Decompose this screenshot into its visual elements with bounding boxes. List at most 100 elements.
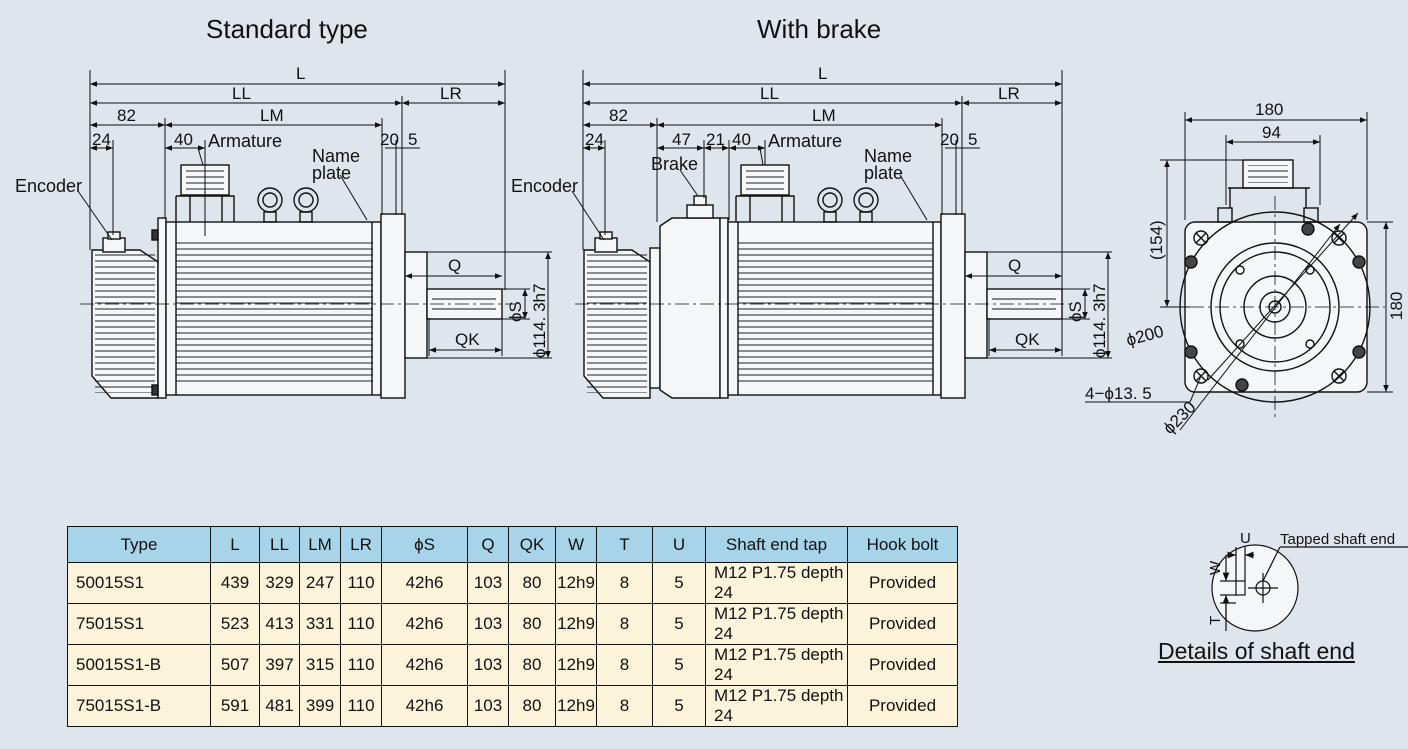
col-LL: LL	[259, 526, 300, 563]
dim-20-brake: 20	[940, 130, 959, 149]
dim-82-brake: 82	[609, 106, 628, 125]
dim-phiS: ϕS	[506, 301, 525, 322]
table-cell: Provided	[847, 562, 958, 604]
table-cell: 12h9	[555, 644, 597, 686]
col-type: Type	[67, 526, 211, 563]
label-brake: Brake	[651, 154, 698, 174]
dim-Q-brake: Q	[1008, 256, 1021, 275]
dim-QK: QK	[455, 330, 480, 349]
table-cell: 50015S1-B	[67, 644, 211, 686]
standard-side-view	[80, 164, 515, 399]
table-cell: 8	[596, 603, 653, 645]
dimension-drawing: L LL LR 82 LM 24 40 20 5 Q QK ϕS ϕ114. 3…	[15, 64, 1406, 438]
col-U: U	[652, 526, 706, 563]
dim-LL-brake: LL	[760, 84, 779, 103]
shaft-end-detail: U W T Tapped shaft end	[1207, 530, 1408, 632]
table-cell: 399	[299, 685, 341, 727]
table-cell: 5	[652, 562, 706, 604]
table-cell: 80	[508, 603, 556, 645]
table-cell: 110	[340, 685, 382, 727]
brake-dimensions	[571, 70, 1112, 359]
standard-dimension-labels: L LL LR 82 LM 24 40 20 5 Q QK ϕS ϕ114. 3…	[15, 64, 549, 358]
table-cell: 523	[210, 603, 260, 645]
table-cell: 42h6	[381, 562, 468, 604]
dim-phi230: ϕ230	[1159, 398, 1199, 438]
table-cell: 12h9	[555, 603, 597, 645]
dim-40-brake: 40	[732, 130, 751, 149]
dim-L: L	[296, 64, 305, 83]
standard-type-title: Standard type	[206, 14, 368, 44]
table-cell: 331	[299, 603, 341, 645]
dim-154: (154)	[1147, 220, 1166, 260]
with-brake-title: With brake	[757, 14, 882, 44]
dim-180-side: 180	[1387, 292, 1406, 320]
detail-W-label: W	[1207, 560, 1224, 575]
table-cell: M12 P1.75 depth 24	[705, 644, 848, 686]
col-LM: LM	[299, 526, 341, 563]
dim-LM: LM	[260, 106, 284, 125]
table-cell: 75015S1	[67, 603, 211, 645]
label-encoder: Encoder	[15, 176, 82, 196]
table-cell: 50015S1	[67, 562, 211, 604]
label-name-plate-1: Name	[312, 146, 360, 166]
dim-LM-brake: LM	[812, 106, 836, 125]
col-shaft-end-tap: Shaft end tap	[705, 526, 848, 563]
dim-phi114-brake: ϕ114. 3h7	[1090, 284, 1109, 358]
table-cell: 80	[508, 562, 556, 604]
table-cell: 8	[596, 562, 653, 604]
front-dimensions	[1085, 112, 1393, 431]
table-cell: 12h9	[555, 562, 597, 604]
front-view	[1165, 159, 1385, 418]
col-T: T	[596, 526, 653, 563]
dim-180-top: 180	[1255, 100, 1283, 119]
table-cell: M12 P1.75 depth 24	[705, 562, 848, 604]
dim-QK-brake: QK	[1015, 330, 1040, 349]
table-cell: 413	[259, 603, 300, 645]
table-cell: Provided	[847, 603, 958, 645]
table-cell: 12h9	[555, 685, 597, 727]
detail-U-label: U	[1240, 530, 1251, 547]
table-cell: 8	[596, 685, 653, 727]
table-cell: 103	[467, 562, 509, 604]
dim-47-brake: 47	[672, 130, 691, 149]
table-cell: 591	[210, 685, 260, 727]
detail-tapped-label: Tapped shaft end	[1280, 531, 1395, 548]
dim-phi200: ϕ200	[1124, 322, 1166, 350]
table-cell: 75015S1-B	[67, 685, 211, 727]
table-cell: 42h6	[381, 644, 468, 686]
dim-21-brake: 21	[706, 130, 725, 149]
table-cell: 5	[652, 603, 706, 645]
table-cell: 103	[467, 603, 509, 645]
label-armature: Armature	[208, 131, 282, 151]
dim-5: 5	[408, 130, 417, 149]
table-cell: 80	[508, 685, 556, 727]
label-name-plate-2: plate	[312, 163, 351, 183]
table-cell: 42h6	[381, 685, 468, 727]
table-cell: 103	[467, 644, 509, 686]
table-header-row: Type L LL LM LR ϕS Q QK W T U Shaft end …	[67, 526, 958, 563]
dim-40: 40	[174, 130, 193, 149]
label-encoder-brake: Encoder	[511, 176, 578, 196]
dim-holes: 4−ϕ13. 5	[1085, 384, 1152, 403]
col-phiS: ϕS	[381, 526, 468, 563]
dim-5-brake: 5	[968, 130, 977, 149]
dim-94: 94	[1262, 123, 1281, 142]
col-QK: QK	[508, 526, 556, 563]
front-dimension-labels: 180 94 (154) 180 ϕ200 ϕ230 4−ϕ13. 5	[1085, 100, 1406, 438]
table-cell: 439	[210, 562, 260, 604]
col-W: W	[555, 526, 597, 563]
table-cell: 80	[508, 644, 556, 686]
table-cell: 397	[259, 644, 300, 686]
table-cell: M12 P1.75 depth 24	[705, 603, 848, 645]
label-armature-brake: Armature	[768, 131, 842, 151]
brake-unit	[659, 217, 721, 399]
standard-dimensions	[77, 70, 552, 359]
detail-caption: Details of shaft end	[1158, 638, 1355, 664]
table-cell: 110	[340, 644, 382, 686]
table-cell: Provided	[847, 644, 958, 686]
table-cell: 315	[299, 644, 341, 686]
table-cell: 8	[596, 644, 653, 686]
